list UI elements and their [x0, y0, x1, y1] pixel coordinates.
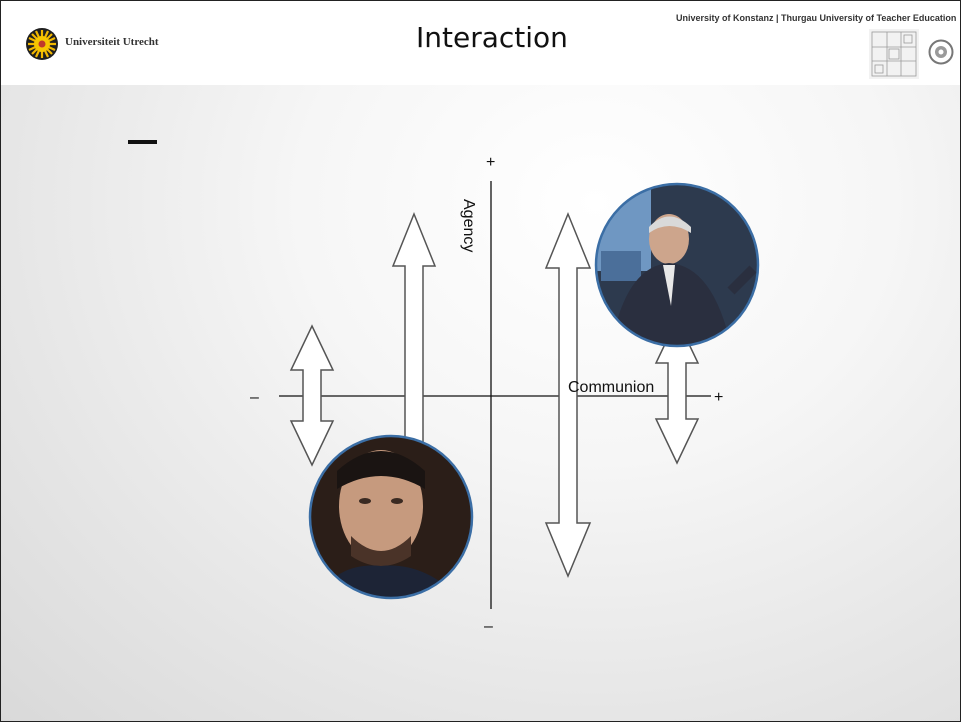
logo-text: Universiteit Utrecht: [65, 36, 159, 48]
portrait-young-man: [308, 434, 474, 600]
dash-mark: [128, 140, 157, 144]
portrait-senior-man: [594, 182, 760, 348]
x-axis-minus: –: [250, 389, 259, 406]
arrow-high-communion: [654, 317, 700, 465]
header-bar: Universiteit Utrecht Interaction Univers…: [1, 1, 960, 85]
arrow-narrow-communion: [289, 324, 335, 467]
utrecht-sun-logo-icon: [26, 28, 58, 60]
university-logo: Universiteit Utrecht: [25, 27, 205, 61]
partner-universities-text: University of Konstanz | Thurgau Univers…: [676, 13, 957, 23]
y-axis-label: Agency: [460, 199, 477, 252]
arrow-wide-agency: [544, 212, 592, 578]
y-axis-plus: +: [486, 154, 495, 171]
slide-title: Interaction: [416, 21, 568, 54]
y-axis-minus: –: [484, 618, 493, 635]
x-axis-plus: +: [714, 389, 723, 406]
konstanz-logo-icon: [869, 29, 919, 79]
x-axis-label: Communion: [568, 379, 654, 396]
thurgau-logo-icon: [928, 39, 954, 65]
